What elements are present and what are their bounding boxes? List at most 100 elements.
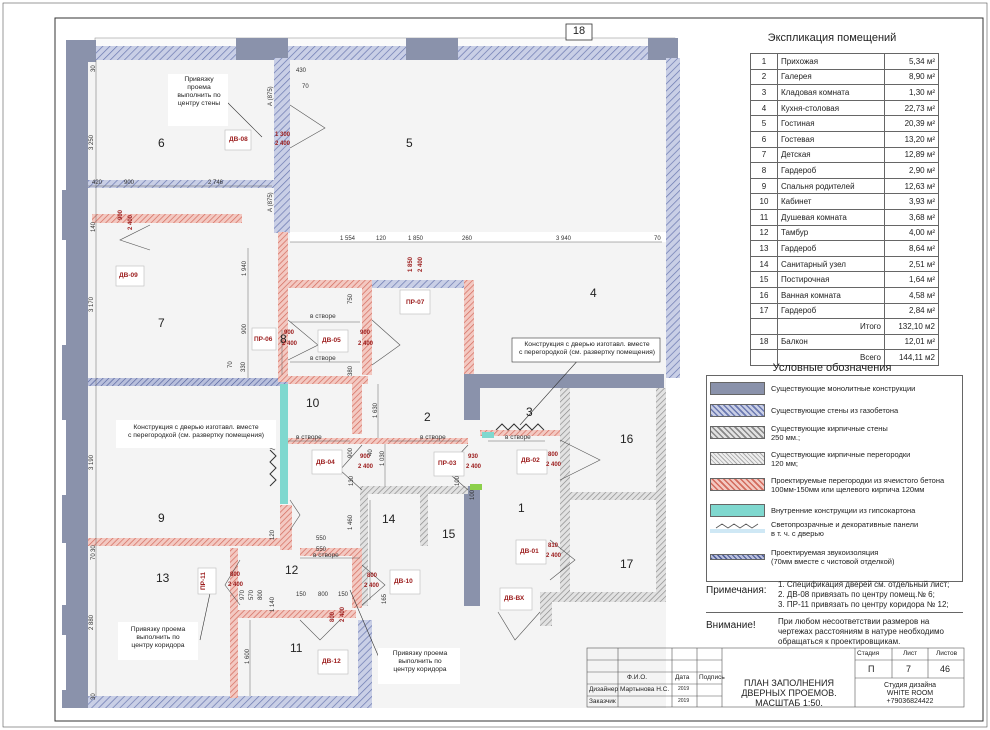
room-number: 7 — [158, 316, 165, 330]
explication-cell-n: 17 — [750, 302, 778, 320]
explication-cell-n: 5 — [750, 115, 778, 132]
explication-cell-area: 3,68 м² — [884, 208, 939, 226]
explication-cell-n: 6 — [750, 130, 778, 148]
dimension-lines — [88, 60, 662, 696]
explication-cell-n: 10 — [750, 193, 778, 210]
door-width: 800 — [367, 573, 378, 579]
explication-cell-n: 2 — [750, 68, 778, 86]
tb-drawing-title: ПЛАН ЗАПОЛНЕНИЯ ДВЕРНЫХ ПРОЕМОВ. МАСШТАБ… — [741, 678, 837, 708]
explication-cell-area: 4,00 м² — [884, 224, 939, 242]
tb-studio: Студия дизайна WHITE ROOM +79036824422 — [883, 682, 937, 705]
explication-cell-name: Гардероб — [777, 302, 885, 320]
explication-cell-name: Всего — [777, 349, 885, 366]
door-tag-pr11[interactable]: ПР-11 — [200, 571, 207, 590]
v-stvore-label: в створе — [420, 434, 446, 441]
legend-swatch — [710, 522, 765, 535]
door-width: 800 — [330, 611, 336, 622]
dim: А (875) — [268, 192, 274, 212]
explication-cell-n: 13 — [750, 240, 778, 257]
door-width: 930 — [468, 454, 479, 460]
explication-cell-name: Галерея — [777, 68, 885, 86]
wall-kitchen-south — [464, 374, 664, 388]
dim: 150 — [296, 592, 307, 598]
note-item: 1. Спецификация дверей см. отдельный лис… — [778, 580, 950, 589]
door-height: 2 400 — [546, 462, 562, 468]
column-ne — [648, 38, 678, 60]
door-tag-dvvx[interactable]: ДВ-ВХ — [504, 595, 525, 602]
balcony-label-box — [565, 23, 593, 41]
door-height: 2 400 — [364, 583, 380, 589]
dim: 130 — [349, 475, 355, 486]
door-swing-vx — [497, 611, 541, 641]
tb-date-header: Дата — [675, 674, 690, 681]
door-tag-dv08[interactable]: ДВ-08 — [229, 136, 248, 143]
dim: 330 — [241, 361, 247, 372]
warning-label: Внимание! — [706, 620, 756, 631]
wall-14-west — [360, 486, 368, 606]
dim: А (875) — [268, 86, 274, 106]
wall-bath-east — [656, 388, 666, 598]
explication-cell-name: Санитарный узел — [777, 255, 885, 273]
open-5-4 — [290, 232, 666, 242]
wall-east — [666, 58, 680, 378]
explication-cell-area: 12,89 м² — [884, 146, 939, 164]
wall-core — [464, 486, 480, 606]
new-partition-12-11 — [236, 610, 356, 618]
explication-cell-name: Душевая комната — [777, 208, 885, 226]
door-tag-dv04[interactable]: ДВ-04 — [316, 459, 335, 466]
column-n2 — [406, 38, 458, 60]
v-stvore-label: в створе — [313, 552, 339, 559]
notes-list: 1. Спецификация дверей см. отдельный лис… — [778, 580, 949, 610]
legend-text: Проектируемая звукоизоляция (70мм вместе… — [771, 548, 895, 566]
glass-panel-3 — [495, 423, 545, 431]
dim: 570 — [249, 589, 255, 600]
door-tag-dv09[interactable]: ДВ-09 — [119, 272, 138, 279]
explication-cell-area: 144,11 м2 — [884, 349, 939, 366]
dim: 800 — [318, 592, 329, 598]
callout-door-construct-10: Конструкция с дверью изготавл. вместе с … — [127, 424, 265, 439]
door-tag-pr03[interactable]: ПР-03 — [438, 460, 457, 467]
wall-14-15 — [420, 486, 428, 546]
room-number: 4 — [590, 286, 597, 300]
new-partition-12-north — [300, 548, 360, 556]
dim: 140 — [91, 221, 97, 232]
new-partition-8-north — [288, 280, 380, 288]
door-height: 2 400 — [466, 464, 482, 470]
door-tag-dv01[interactable]: ДВ-01 — [520, 548, 539, 555]
explication-cell-name: Спальня родителей — [777, 177, 885, 195]
door-swing-08 — [289, 104, 326, 149]
explication-cell-name: Балкон — [777, 333, 885, 351]
explication-cell-name: Гостевая — [777, 130, 885, 148]
explication-cell-area: 5,34 м² — [884, 53, 939, 70]
explication-cell-area: 8,64 м² — [884, 240, 939, 257]
door-tag-pr06[interactable]: ПР-06 — [254, 336, 273, 343]
explication-cell-name: Гардероб — [777, 162, 885, 179]
door-width: 1 850 — [408, 256, 414, 272]
v-stvore-label: в створе — [310, 313, 336, 320]
door-tag-dv02[interactable]: ДВ-02 — [521, 457, 540, 464]
explication-cell-n: 14 — [750, 255, 778, 273]
explication-cell-name: Тамбур — [777, 224, 885, 242]
explication-cell-name: Постирочная — [777, 271, 885, 288]
explication-cell-name: Кабинет — [777, 193, 885, 210]
door-tag-dv05[interactable]: ДВ-05 — [322, 337, 341, 344]
door-tag-dv12[interactable]: ДВ-12 — [322, 658, 341, 665]
wall-north-c — [458, 46, 648, 60]
legend-text: Существующие кирпичные перегородки 120 м… — [771, 450, 911, 468]
door-tag-dv10[interactable]: ДВ-10 — [394, 578, 413, 585]
door-swing-10 — [361, 564, 386, 606]
dim: 3 940 — [556, 236, 572, 242]
door-tag-pr07[interactable]: ПР-07 — [406, 299, 425, 306]
explication-cell-area: 132,10 м2 — [884, 318, 939, 335]
explication-cell-area: 4,58 м² — [884, 286, 939, 304]
dim: 1 460 — [348, 514, 354, 530]
